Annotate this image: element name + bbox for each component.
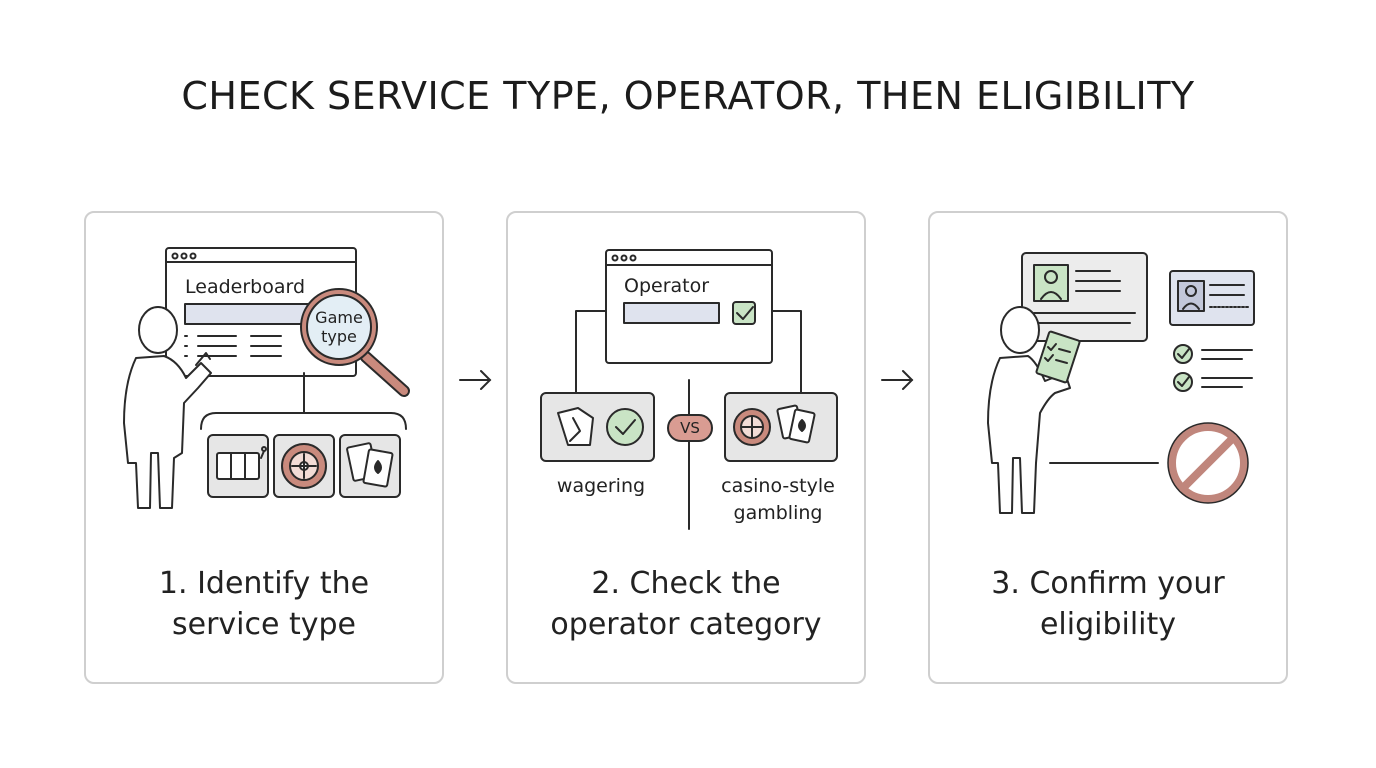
step-2-card: Operator VS wagering casino-style gambli… [506,211,866,684]
operator-field [623,302,720,324]
check-circle-icon [606,408,644,446]
person-head [1000,306,1040,354]
window-label: Leaderboard [185,276,305,298]
page-title: CHECK SERVICE TYPE, OPERATOR, THEN ELIGI… [181,74,1195,118]
check-circle-icon [1173,344,1193,364]
casino-label-line-2: gambling [734,502,823,524]
step-2-illustration: Operator VS wagering casino-style gambli… [540,249,838,530]
magnifier-label-line-1: Game [315,308,363,327]
casino-label-line-1: casino-style [721,475,835,497]
checklist-icon [1035,330,1081,384]
vs-badge [667,414,713,442]
person-head [138,306,178,354]
checkbox-checked-icon [732,301,756,325]
arrow-right-icon [881,370,914,390]
check-circle-icon [1173,372,1193,392]
arrow-right-icon [459,370,492,390]
wagering-label: wagering [557,475,645,497]
window-label: Operator [624,275,709,297]
step-1-illustration: Leaderboard Game type [123,247,410,509]
step-3-illustration [987,252,1255,514]
vs-label: VS [680,419,700,437]
search-bar [184,303,316,325]
magnifier-label-line-2: type [321,327,357,346]
